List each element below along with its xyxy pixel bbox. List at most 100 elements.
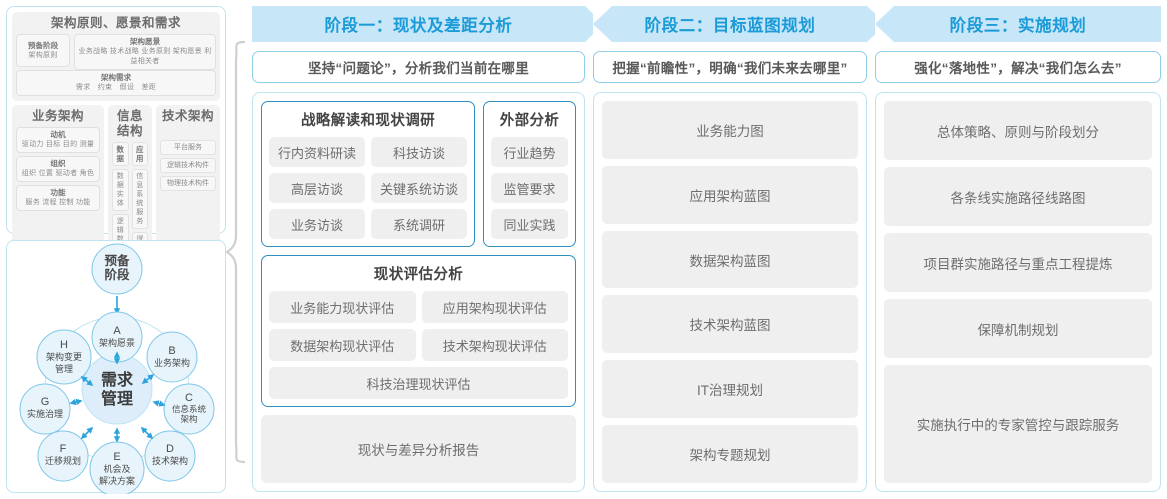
adm-node-g (19, 383, 71, 435)
adm-node-a-label: 架构愿景 (99, 337, 135, 348)
physical-technology-component: 物理技术构件 (160, 176, 216, 191)
architecture-requirements-box: 架构需求 需求 约束 假设 差距 (16, 70, 216, 96)
implementation-item[interactable]: 各条线实施路径线路图 (884, 167, 1152, 226)
adm-center-line2: 管理 (101, 389, 133, 408)
adm-prep-line1: 预备 (104, 253, 130, 268)
adm-node-prep (91, 243, 143, 295)
phase-2-notch-icon (593, 6, 612, 42)
adm-center-node (81, 353, 153, 425)
adm-center-line1: 需求 (101, 370, 134, 389)
adm-node-b-label: 业务架构 (154, 357, 190, 368)
survey-item[interactable]: 系统调研 (371, 209, 467, 239)
survey-item[interactable]: 行内资料研读 (269, 137, 365, 167)
phase-2-column: 阶段二：目标蓝图规划 把握“前瞻性”，明确“我们未来去哪里” 业务能力图 应用架… (593, 6, 886, 492)
vision-sub: 业务战略 技术战略 业务原则 架构愿景 利益相关者 (78, 48, 212, 65)
requirements-sub: 需求 约束 假设 差距 (75, 84, 157, 91)
assessment-item[interactable]: 应用架构现状评估 (421, 291, 568, 323)
information-structure-title: 信息结构 (116, 109, 143, 138)
phase-3-notch-icon (875, 6, 894, 42)
prep-phase-box: 预备阶段 架构原则 (16, 34, 70, 67)
blueprint-item[interactable]: 技术架构蓝图 (602, 295, 858, 354)
app-col-header: 应用 (131, 142, 148, 166)
external-item[interactable]: 监管要求 (491, 173, 568, 203)
external-item[interactable]: 行业趋势 (491, 137, 568, 167)
adm-node-g-key: G (41, 396, 50, 408)
adm-node-e-label1: 机会及 (103, 463, 130, 474)
blueprint-item[interactable]: 数据架构蓝图 (602, 230, 858, 289)
adm-cycle-svg: 预备 阶段 需求 管理 A 架构愿景 B 业务架构 C (19, 243, 215, 494)
adm-node-e-label2: 解决方案 (99, 475, 135, 486)
adm-node-h-label2: 管理 (55, 363, 73, 374)
survey-item[interactable]: 高层访谈 (269, 173, 365, 203)
assessment-grid: 业务能力现状评估 应用架构现状评估 数据架构现状评估 技术架构现状评估 (269, 291, 568, 361)
external-item[interactable]: 同业实践 (491, 209, 568, 239)
organization-box: 组织 组织 位置 驱动者 角色 (16, 156, 100, 182)
adm-node-f-label: 迁移规划 (45, 455, 81, 466)
adm-node-c-key: C (185, 392, 193, 404)
strategy-survey-title: 战略解读和现状调研 (300, 113, 436, 129)
adm-node-c-label2: 架构 (180, 414, 197, 424)
phase-1-column: 阶段一：现状及差距分析 坚持“问题论”，分析我们当前在哪里 战略解读和现状调研 … (252, 6, 604, 492)
phase-1-subtitle: 坚持“问题论”，分析我们当前在哪里 (252, 51, 585, 83)
adm-node-d-label: 技术架构 (152, 455, 188, 466)
technology-architecture-title: 技术架构 (161, 109, 214, 123)
phase-3-subtitle: 强化“落地性”，解决“我们怎么去” (875, 51, 1161, 83)
external-analysis-card: 外部分析 行业趋势 监管要求 同业实践 (483, 101, 576, 247)
motivation-sub: 驱动力 目标 目的 测量 (21, 141, 95, 148)
survey-item[interactable]: 业务访谈 (269, 209, 365, 239)
adm-node-h-key: H (60, 339, 68, 351)
platform-service: 平台服务 (160, 140, 216, 155)
phase-1-top-row: 战略解读和现状调研 行内资料研读 科技访谈 高层访谈 关键系统访谈 业务访谈 系… (261, 101, 576, 247)
phase-2-banner: 阶段二：目标蓝图规划 (593, 6, 886, 42)
gap-analysis-report[interactable]: 现状与差异分析报告 (261, 415, 576, 483)
phase-1-subtitle-text: 坚持“问题论”，分析我们当前在哪里 (307, 61, 530, 76)
survey-item[interactable]: 关键系统访谈 (371, 173, 467, 203)
organization-sub: 组织 位置 驱动者 角色 (21, 170, 95, 177)
function-header: 功能 (50, 188, 66, 197)
prep-phase-sub: 架构原则 (28, 51, 58, 59)
adm-node-b-key: B (168, 345, 175, 357)
phase-3-subtitle-text: 强化“落地性”，解决“我们怎么去” (914, 61, 1122, 76)
assessment-title: 现状评估分析 (373, 267, 464, 283)
adm-node-g-label: 实施治理 (27, 408, 63, 419)
function-box: 功能 服务 流程 控制 功能 (16, 185, 100, 211)
blueprint-item[interactable]: 业务能力图 (602, 101, 858, 159)
phase-2-subtitle: 把握“前瞻性”，明确“我们未来去哪里” (593, 51, 867, 83)
assessment-full-row: 科技治理现状评估 (269, 367, 568, 399)
principles-section-title: 架构原则、愿景和需求 (50, 16, 181, 30)
business-architecture-title: 业务架构 (31, 109, 84, 123)
data-entity: 数据实体 (112, 169, 129, 211)
implementation-item[interactable]: 实施执行中的专家管控与跟踪服务 (884, 365, 1152, 483)
tech-spacer (160, 127, 216, 140)
blueprint-item[interactable]: 架构专题规划 (602, 425, 858, 483)
implementation-item[interactable]: 保障机制规划 (884, 299, 1152, 358)
adm-arrow-b (141, 374, 155, 384)
assessment-item[interactable]: 数据架构现状评估 (269, 329, 416, 361)
phase-3-column: 阶段三：实施规划 强化“落地性”，解决“我们怎么去” 总体策略、原则与阶段划分 … (875, 6, 1161, 492)
blueprint-item[interactable]: 应用架构蓝图 (602, 165, 858, 224)
brace-connector (226, 40, 246, 464)
assessment-item-full[interactable]: 科技治理现状评估 (269, 367, 568, 399)
assessment-item[interactable]: 技术架构现状评估 (421, 329, 568, 361)
vision-header: 架构愿景 (129, 37, 161, 46)
phase-1-banner: 阶段一：现状及差距分析 (252, 6, 604, 42)
adm-arrow-f (80, 426, 94, 440)
adm-node-h-label1: 架构变更 (46, 351, 82, 362)
togaf-content-framework-panel: 架构原则、愿景和需求 预备阶段 架构原则 架构愿景 业务战略 技术战略 业务原则… (6, 6, 226, 415)
adm-arrow-d (140, 426, 154, 440)
adm-arrow-g (69, 398, 83, 406)
blueprint-item[interactable]: IT治理规划 (602, 360, 858, 419)
phase-2-subtitle-text: 把握“前瞻性”，明确“我们未来去哪里” (612, 61, 848, 76)
adm-node-d (144, 430, 196, 482)
assessment-item[interactable]: 业务能力现状评估 (269, 291, 416, 323)
phase-3-list: 总体策略、原则与阶段划分 各条线实施路径线路图 项目群实施路径与重点工程提炼 保… (884, 101, 1152, 483)
phase-1-banner-label: 阶段一：现状及差距分析 (324, 17, 513, 35)
adm-arrow-c (152, 400, 166, 407)
external-analysis-list: 行业趋势 监管要求 同业实践 (491, 137, 568, 239)
information-system-service: 信息系统服务 (131, 169, 148, 229)
implementation-item[interactable]: 总体策略、原则与阶段划分 (884, 101, 1152, 160)
motivation-header: 动机 (50, 130, 66, 139)
survey-item[interactable]: 科技访谈 (371, 137, 467, 167)
implementation-item[interactable]: 项目群实施路径与重点工程提炼 (884, 233, 1152, 292)
